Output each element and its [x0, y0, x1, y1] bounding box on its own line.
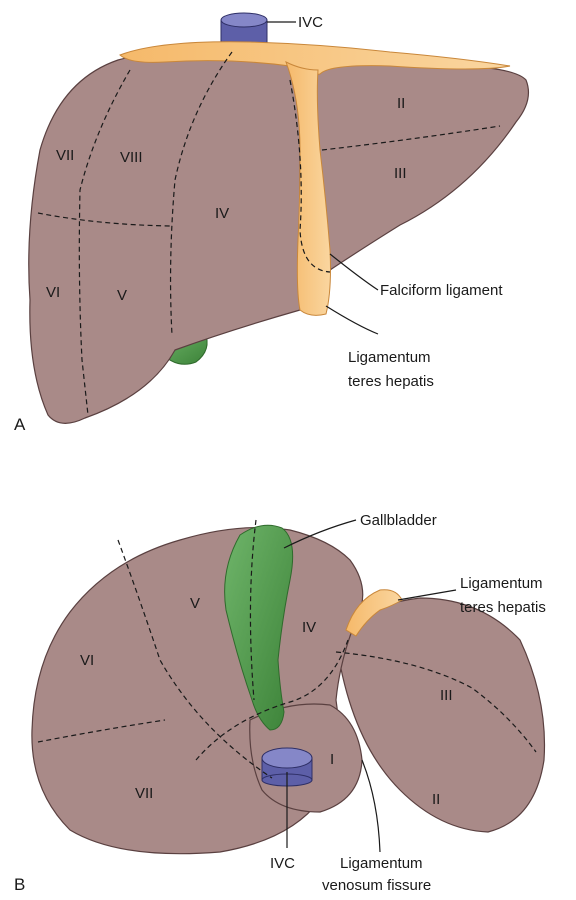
leader-falciform [330, 254, 378, 290]
segment-label-b-iii: III [440, 687, 453, 704]
segment-label-b-vi: VI [80, 652, 94, 669]
label-teres-b-line1: Ligamentum [460, 575, 543, 592]
label-falciform-ligament: Falciform ligament [380, 282, 503, 299]
segment-label-a-viii: VIII [120, 149, 143, 166]
segment-label-a-ii: II [397, 95, 405, 112]
segment-label-a-vi: VI [46, 284, 60, 301]
label-ivc-b: IVC [270, 855, 295, 872]
segment-label-a-v: V [117, 287, 127, 304]
label-venosum-line1: Ligamentum [340, 855, 423, 872]
label-teres-a-line1: Ligamentum [348, 349, 431, 366]
panel-label-b: B [14, 875, 25, 894]
liver-left-lobe-a [300, 64, 528, 280]
panel-label-a: A [14, 415, 26, 434]
segment-label-a-iv: IV [215, 205, 229, 222]
figure-b: V IV VI VII I III II Gallbladder Ligamen… [14, 512, 546, 894]
label-teres-b-line2: teres hepatis [460, 599, 546, 616]
label-gallbladder: Gallbladder [360, 512, 437, 529]
figure-a: VII VIII IV VI V II III IVC Falciform li… [14, 13, 528, 434]
segment-label-b-iv: IV [302, 619, 316, 636]
segment-label-b-ii: II [432, 791, 440, 808]
segment-label-b-vii: VII [135, 785, 153, 802]
leader-teres-a [326, 306, 378, 334]
segment-label-a-vii: VII [56, 147, 74, 164]
segment-label-b-i: I [330, 751, 334, 768]
segment-label-b-v: V [190, 595, 200, 612]
label-teres-a-line2: teres hepatis [348, 373, 434, 390]
leader-venosum [362, 760, 380, 852]
label-ivc-a: IVC [298, 14, 323, 31]
label-venosum-line2: venosum fissure [322, 877, 431, 894]
liver-right-lobe-a [29, 50, 300, 423]
segment-label-a-iii: III [394, 165, 407, 182]
